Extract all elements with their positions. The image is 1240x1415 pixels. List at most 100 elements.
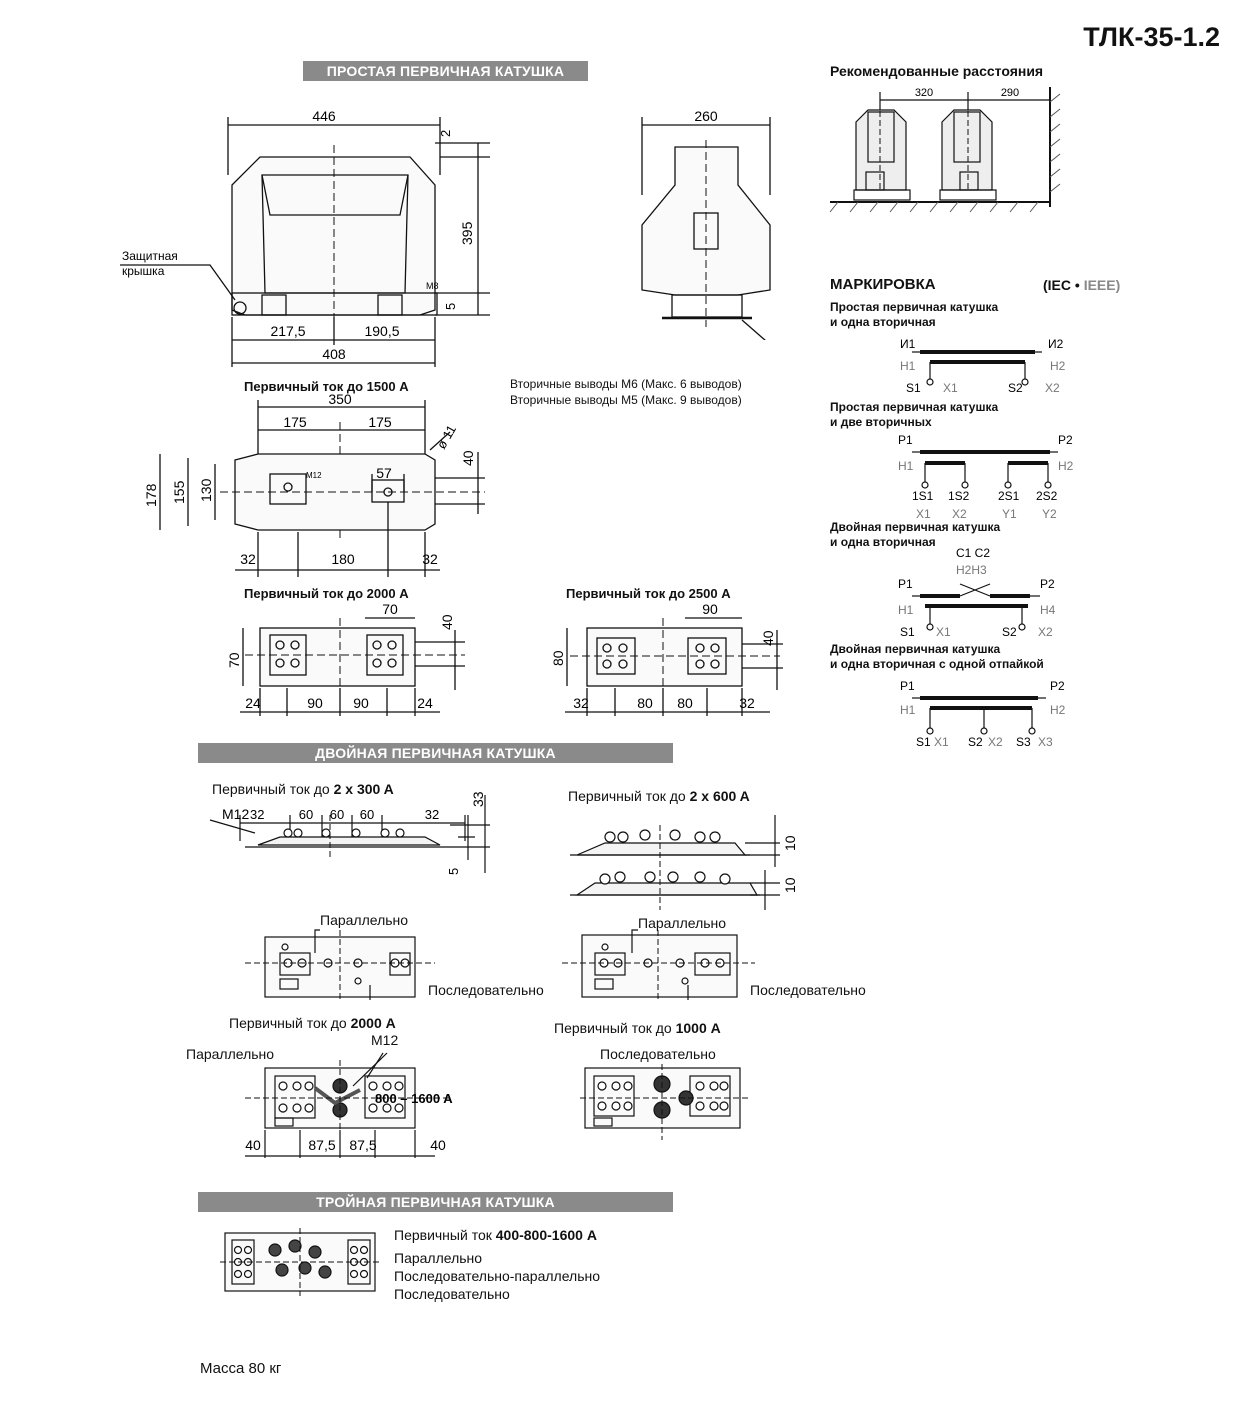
mk3-c-top: C1 C2: [956, 546, 990, 560]
double-2x300-drawing: M12 32 60 60 60 32 33 5: [209, 791, 490, 875]
mode-serial: Последовательно: [394, 1286, 510, 1302]
dim-395: 395: [459, 221, 475, 245]
base-2000-drawing: 70 40 70 24 90 90 24: [226, 601, 465, 716]
mk1-h-left: H1: [900, 359, 916, 373]
model-title: ТЛК-35-1.2: [1083, 22, 1220, 52]
dim-320: 320: [915, 87, 933, 99]
marking-diagram-4: P1 P2 H1 H2 S1 X1 S2 X2 S3 X3: [900, 679, 1066, 749]
bolt-m12-2x300: M12: [222, 806, 249, 822]
dim-32a: 32: [250, 807, 264, 822]
base-2500-drawing: 90 40 80 32 80 80 32: [550, 601, 783, 716]
mk4-s3: S3: [1016, 735, 1031, 749]
dim-60b: 60: [330, 807, 344, 822]
dim-180: 180: [331, 551, 355, 567]
mk2-t3: 2S1: [998, 489, 1020, 503]
marking-codes: (IEC • IEEE): [1043, 277, 1121, 293]
dim-175-left: 175: [283, 414, 307, 430]
marking-diagram-1: И1 И2 H1 H2 S1 X1 S2 X2: [900, 337, 1066, 395]
label-parallel-a: Параллельно: [320, 912, 409, 928]
mk1-x-left: X1: [943, 381, 958, 395]
dim-40: 40: [460, 450, 476, 466]
dim-80-mid-left: 80: [637, 695, 653, 711]
mk2-i1: X1: [916, 507, 931, 521]
mk2-i3: Y1: [1002, 507, 1017, 521]
mk4-s1: S1: [916, 735, 931, 749]
title-2500: Первичный ток до 2500 А: [566, 586, 731, 601]
label-parallel-b: Параллельно: [638, 915, 727, 931]
dim-290: 290: [1001, 87, 1019, 99]
dim-40-c-left: 40: [245, 1137, 261, 1153]
dim-33: 33: [470, 791, 486, 807]
double-2x600-drawing: 10 10: [570, 815, 798, 910]
marking-diagram-2: P1 P2 H1 H2 1S1 1S2 2S1 2S2 X1 X2 Y1 Y2: [898, 433, 1074, 521]
mk2-p-right: P2: [1058, 433, 1073, 447]
title-double-2000: Первичный ток до 2000 A: [229, 1015, 396, 1031]
double-plan-a: [245, 929, 435, 1000]
mk2-t2: 1S2: [948, 489, 970, 503]
dim-24-left: 24: [245, 695, 261, 711]
mk2-i4: Y2: [1042, 507, 1057, 521]
mk4-x1: X1: [934, 735, 949, 749]
mk3-h-mid: H2H3: [956, 563, 987, 577]
dim-408: 408: [322, 346, 346, 362]
banner-triple: ТРОЙНАЯ ПЕРВИЧНАЯ КАТУШКА: [198, 1192, 673, 1212]
dim-2: 2: [438, 130, 453, 137]
mk4-p-right: P2: [1050, 679, 1065, 693]
dim-90-left: 90: [307, 695, 323, 711]
mk3-s-right: S2: [1002, 625, 1017, 639]
dim-32-left: 32: [240, 551, 256, 567]
mk2-h-right: H2: [1058, 459, 1074, 473]
dim-40-2500: 40: [760, 630, 776, 646]
dim-260: 260: [694, 108, 718, 124]
dim-70-top: 70: [382, 601, 398, 617]
mode-parallel: Параллельно: [394, 1250, 483, 1266]
mk2-p-left: P1: [898, 433, 913, 447]
dim-217-5: 217,5: [270, 323, 305, 339]
mk1-s-left: S1: [906, 381, 921, 395]
dim-40-c-right: 40: [430, 1137, 446, 1153]
mk3-h-right: H4: [1040, 603, 1056, 617]
recommended-title: Рекомендованные расстояния: [830, 63, 1044, 79]
mk4-x2: X2: [988, 735, 1003, 749]
title-triple: Первичный ток 400-800-1600 A: [394, 1227, 597, 1243]
mk3-x-right: X2: [1038, 625, 1053, 639]
front-view-drawing: 446 2 395 5 M8 217,5 190,5 408 Защитная …: [120, 108, 490, 367]
dim-80-left: 80: [550, 650, 566, 666]
mk3-s-left: S1: [900, 625, 915, 639]
label-serial-b: Последовательно: [750, 982, 866, 998]
mk2-h-left: H1: [898, 459, 914, 473]
dim-350: 350: [328, 392, 352, 407]
banner-double: ДВОЙНАЯ ПЕРВИЧНАЯ КАТУШКА: [198, 743, 673, 763]
secondary-outputs: Вторичные выводы M6 (Макс. 6 выводов) Вт…: [510, 376, 742, 408]
title-double-1000: Первичный ток до 1000 A: [554, 1020, 721, 1036]
mk3-x-left: X1: [936, 625, 951, 639]
dim-446: 446: [312, 108, 336, 124]
dim-60a: 60: [299, 807, 313, 822]
mk1-s-right: S2: [1008, 381, 1023, 395]
dim-40-2000: 40: [439, 614, 455, 630]
dim-155: 155: [171, 480, 187, 504]
triple-drawing: [220, 1228, 380, 1296]
mode-serial-parallel: Последовательно-параллельно: [394, 1268, 601, 1284]
outputs-m5: Вторичные выводы M5 (Макс. 9 выводов): [510, 393, 742, 407]
mk3-p-left: P1: [898, 577, 913, 591]
dim-57: 57: [376, 465, 392, 481]
label-parallel-c: Параллельно: [186, 1046, 275, 1062]
mk1-p-left: И1: [900, 337, 916, 351]
dim-32b: 32: [425, 807, 439, 822]
mk1-h-right: H2: [1050, 359, 1066, 373]
mk4-x3: X3: [1038, 735, 1053, 749]
mk4-p-left: P1: [900, 679, 915, 693]
dim-10-b: 10: [782, 877, 798, 893]
mass-label: Масса 80 кг: [200, 1360, 282, 1377]
mk2-t4: 2S2: [1036, 489, 1058, 503]
dim-5: 5: [443, 303, 458, 310]
dim-5b: 5: [446, 868, 461, 875]
double-2000-drawing: 800 – 1600 A 40 87,5 87,5 40: [245, 1052, 453, 1158]
title-2x600: Первичный ток до 2 x 600 A: [568, 788, 750, 804]
mk2-t1: 1S1: [912, 489, 934, 503]
dim-90-right: 90: [353, 695, 369, 711]
range-800-1600: 800 – 1600 A: [375, 1091, 453, 1106]
dim-32-right: 32: [422, 551, 438, 567]
cover-label-1: Защитная: [122, 249, 178, 263]
